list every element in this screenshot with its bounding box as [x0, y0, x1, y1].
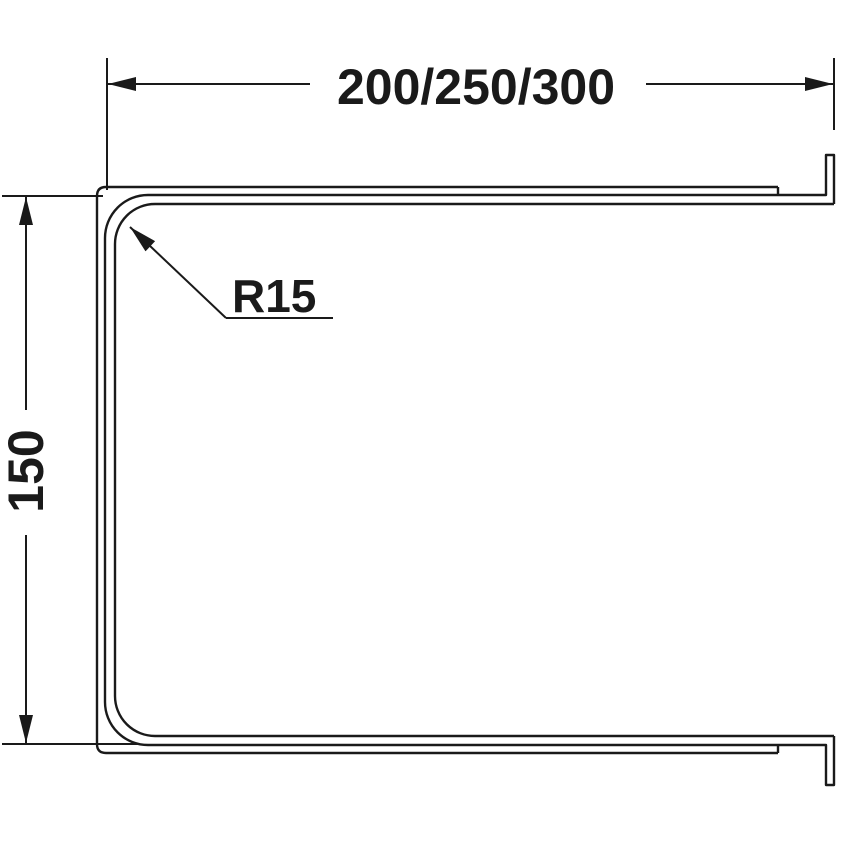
height-dimension-label: 150	[0, 429, 54, 512]
radius-callout	[129, 226, 333, 319]
extension-lines	[2, 58, 835, 745]
radius-leader-line	[129, 226, 227, 319]
profile-middle-outline	[103, 193, 778, 747]
bottom-flange-lip	[776, 736, 836, 787]
profile-outer-outline	[95, 185, 778, 755]
profile-inner-outline	[113, 202, 834, 738]
profile	[95, 153, 836, 787]
radius-label: R15	[232, 270, 316, 322]
top-flange-lip	[776, 153, 836, 204]
width-dimension-label: 200/250/300	[337, 59, 615, 115]
